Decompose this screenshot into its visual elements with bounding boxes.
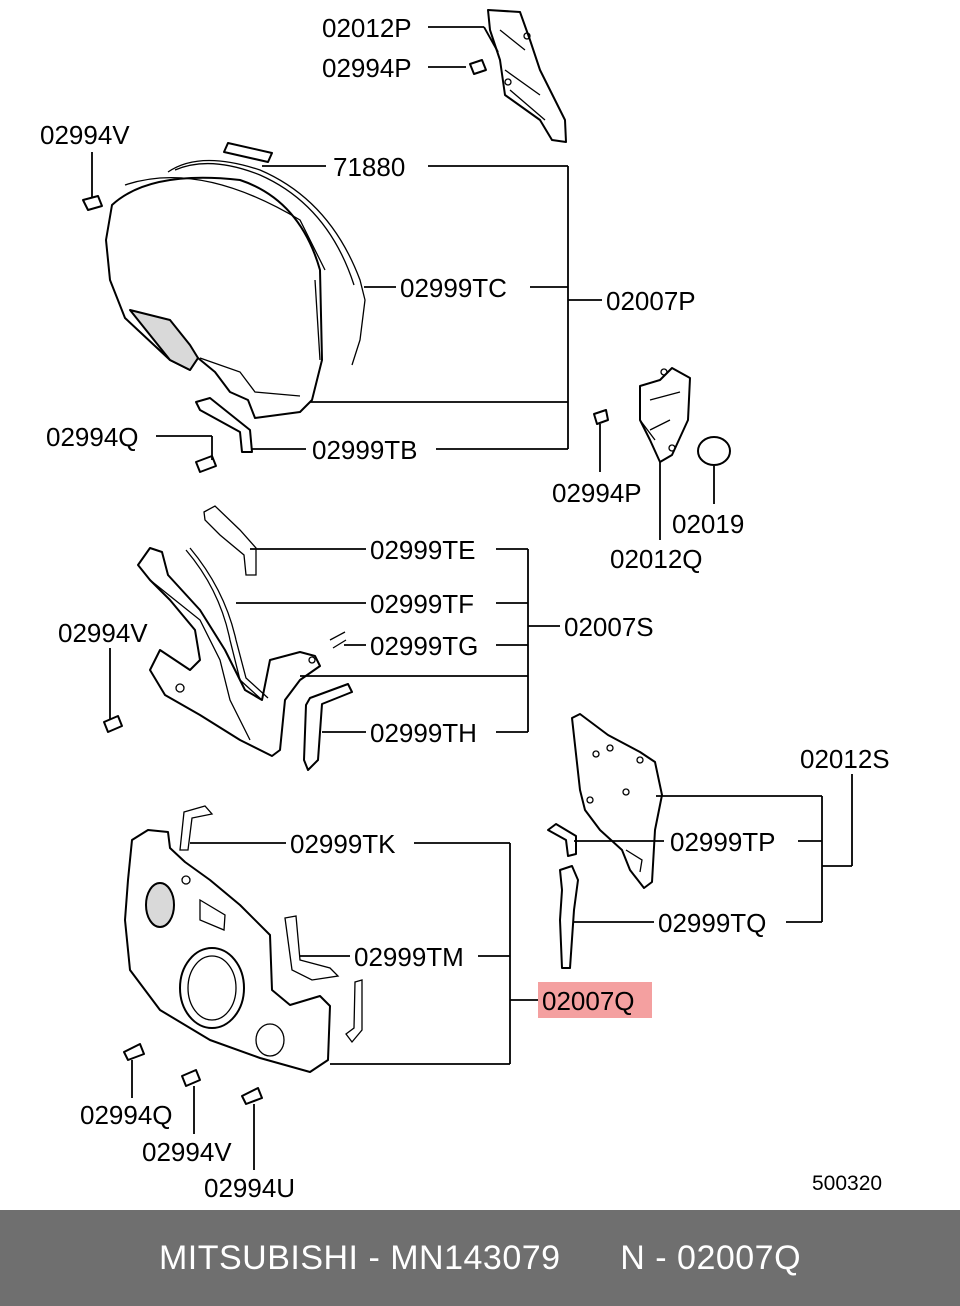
footer-bar: MITSUBISHI - MN143079 N - 02007Q bbox=[0, 1210, 960, 1306]
label-02999TK: 02999TK bbox=[290, 829, 396, 859]
footer-part-number: MN143079 bbox=[390, 1238, 561, 1277]
bracket-02012Q-drawing bbox=[639, 367, 691, 463]
label-02999TM: 02999TM bbox=[354, 942, 464, 972]
label-02994V-bot: 02994V bbox=[142, 1137, 232, 1167]
bracket-02012P-drawing bbox=[487, 9, 567, 143]
label-02994V-top: 02994V bbox=[40, 120, 130, 150]
middle-cover-drawing bbox=[137, 505, 353, 771]
bolt-02994Q-bot bbox=[123, 1043, 145, 1061]
label-02012P: 02012P bbox=[322, 13, 412, 43]
label-02999TF: 02999TF bbox=[370, 589, 474, 619]
label-02012Q: 02012Q bbox=[610, 544, 703, 574]
label-02999TQ: 02999TQ bbox=[658, 908, 766, 938]
label-02019: 02019 bbox=[672, 509, 744, 539]
label-02994Q-bot: 02994Q bbox=[80, 1100, 173, 1130]
label-02999TP: 02999TP bbox=[670, 827, 776, 857]
highlight-02007Q bbox=[538, 982, 652, 1018]
bolt-02994Q-mid bbox=[195, 455, 217, 473]
bolt-02994V-mid bbox=[103, 715, 123, 733]
footer-ref-prefix: N - bbox=[620, 1238, 678, 1277]
bolt-02994P-right bbox=[593, 409, 609, 425]
label-71880: 71880 bbox=[333, 152, 405, 182]
label-02999TB: 02999TB bbox=[312, 435, 418, 465]
lower-cover-drawing bbox=[124, 805, 363, 1073]
label-02007P: 02007P bbox=[606, 286, 696, 316]
bolt-02994V-bot bbox=[181, 1069, 201, 1087]
upper-cover-drawing bbox=[105, 142, 366, 453]
footer-ref-code: 02007Q bbox=[677, 1238, 802, 1277]
label-02994P-top: 02994P bbox=[322, 53, 412, 83]
plate-02012S-drawing bbox=[547, 713, 663, 969]
footer-separator: - bbox=[358, 1238, 391, 1277]
footer-brand: MITSUBISHI bbox=[158, 1238, 359, 1277]
label-02012S: 02012S bbox=[800, 744, 890, 774]
bolt-02994P-top bbox=[469, 59, 487, 75]
label-02007Q: 02007Q bbox=[542, 986, 635, 1016]
label-02007S: 02007S bbox=[564, 612, 654, 642]
label-02999TG: 02999TG bbox=[370, 631, 478, 661]
label-02994U: 02994U bbox=[204, 1173, 295, 1203]
label-02994V-mid: 02994V bbox=[58, 618, 148, 648]
bolt-02994V-top bbox=[82, 195, 103, 211]
reference-number: 500320 bbox=[812, 1172, 882, 1195]
label-02999TE: 02999TE bbox=[370, 535, 476, 565]
bolt-02994U bbox=[241, 1087, 263, 1105]
label-02994Q-mid: 02994Q bbox=[46, 422, 139, 452]
parts-diagram: 02012P 02994P 02994V 71880 02999TC 02007… bbox=[40, 9, 890, 1203]
label-02994P-right: 02994P bbox=[552, 478, 642, 508]
footer-gap bbox=[561, 1239, 621, 1278]
plug-02019 bbox=[697, 436, 731, 466]
label-02999TC: 02999TC bbox=[400, 273, 507, 303]
label-02999TH: 02999TH bbox=[370, 718, 477, 748]
